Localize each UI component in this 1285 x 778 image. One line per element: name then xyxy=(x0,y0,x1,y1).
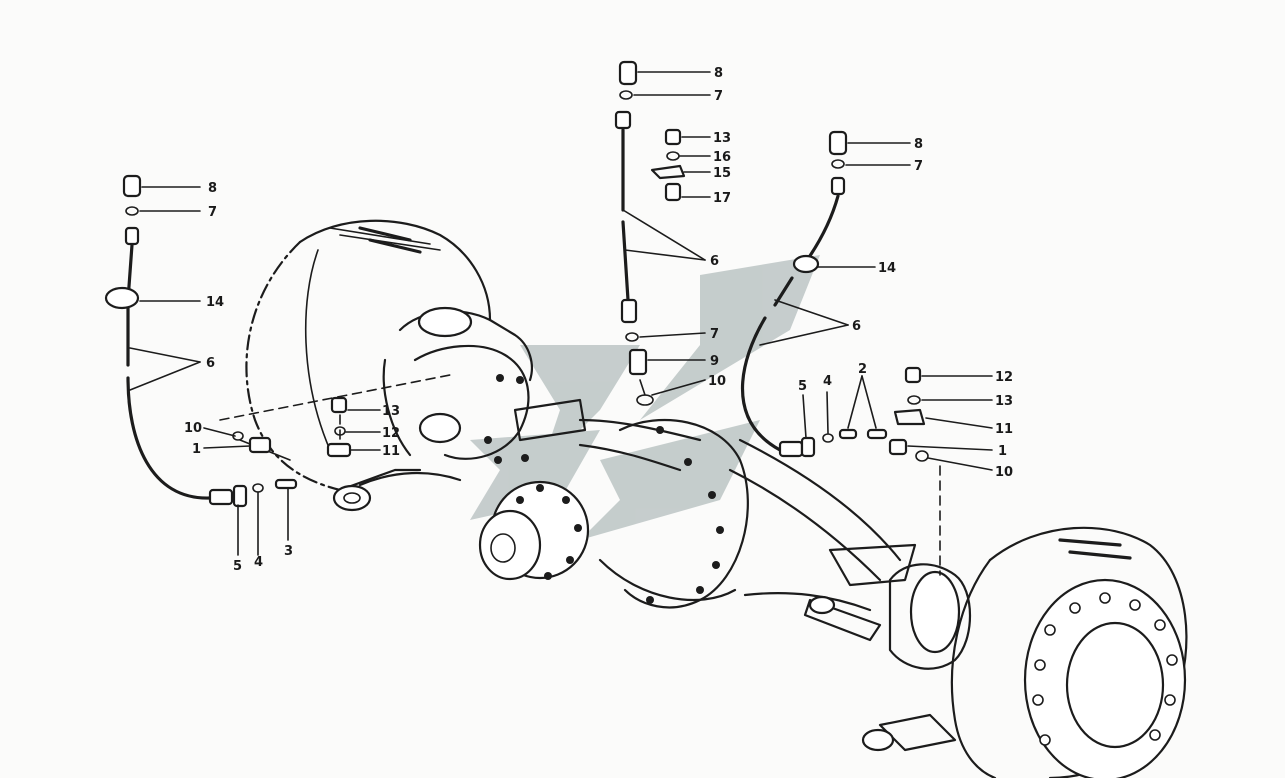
callout-7-right: 7 xyxy=(914,159,923,174)
callout-14-left: 14 xyxy=(206,295,224,310)
callout-6-left: 6 xyxy=(206,356,215,371)
left-brake-line xyxy=(104,174,451,508)
callout-7-center-top: 7 xyxy=(714,89,723,104)
callout-13-left: 13 xyxy=(382,404,400,419)
callout-6-right: 6 xyxy=(852,319,861,334)
callout-15-center: 15 xyxy=(713,166,731,181)
callout-10-right: 10 xyxy=(995,465,1013,480)
callout-10-left: 10 xyxy=(184,421,202,436)
callout-14-right: 14 xyxy=(878,261,896,276)
callout-13-center: 13 xyxy=(713,131,731,146)
callout-11-right: 11 xyxy=(995,422,1013,437)
logo-watermark xyxy=(470,255,820,540)
callout-9-center: 9 xyxy=(710,354,719,369)
callout-8-left: 8 xyxy=(208,181,217,196)
callout-17-center: 17 xyxy=(713,191,731,206)
callout-11-left: 11 xyxy=(382,444,400,459)
center-brake-line xyxy=(614,60,686,406)
callout-2-right: 2 xyxy=(858,362,867,377)
callout-8-right: 8 xyxy=(914,137,923,152)
callout-12-left: 12 xyxy=(382,426,400,441)
callout-5-right: 5 xyxy=(798,379,807,394)
left-brake-drum xyxy=(245,219,492,492)
leader-lines xyxy=(129,71,993,556)
callout-12-right: 12 xyxy=(995,370,1013,385)
callout-8-center: 8 xyxy=(714,66,723,81)
callout-7-left: 7 xyxy=(208,205,217,220)
right-brake-drum xyxy=(861,526,1188,778)
callout-5-left: 5 xyxy=(233,559,242,574)
callout-16-center: 16 xyxy=(713,150,731,165)
left-hub-knuckle xyxy=(332,306,533,512)
part-callouts: 8 7 14 6 10 1 5 4 3 13 12 11 8 7 6 7 9 1… xyxy=(184,66,1013,574)
callout-13-right: 13 xyxy=(995,394,1013,409)
callout-1-right: 1 xyxy=(998,444,1007,459)
callout-7-center-low: 7 xyxy=(710,327,719,342)
callout-1-left: 1 xyxy=(192,442,201,457)
callout-4-left: 4 xyxy=(254,555,263,570)
callout-6-center: 6 xyxy=(710,254,719,269)
callout-10-center: 10 xyxy=(708,374,726,389)
axle-housing xyxy=(478,398,917,642)
callout-3-left: 3 xyxy=(284,544,293,559)
right-brake-line xyxy=(740,130,941,576)
callout-4-right: 4 xyxy=(823,374,832,389)
